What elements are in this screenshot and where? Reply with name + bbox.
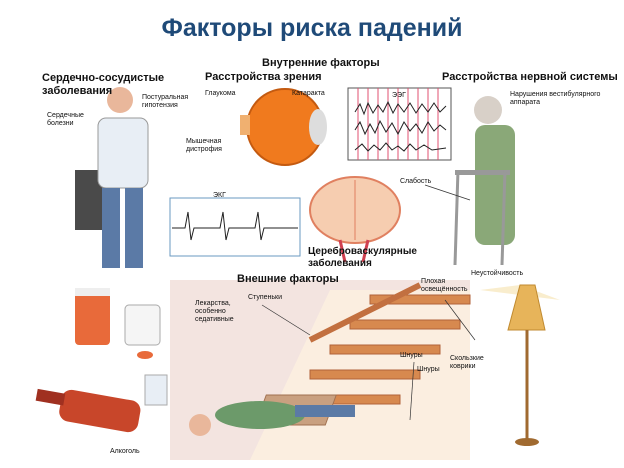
floor-lamp-icon bbox=[480, 284, 560, 446]
fallen-person-icon bbox=[189, 401, 355, 436]
vision-heading: Расстройства зрения bbox=[205, 71, 322, 83]
stairs-icon bbox=[289, 282, 471, 405]
brain-icon bbox=[309, 176, 401, 263]
page-title: Факторы риска падений bbox=[161, 14, 463, 42]
alcohol-label: Алкоголь bbox=[110, 448, 140, 455]
rugs-label: Скользкие коврики bbox=[450, 355, 484, 371]
weakness-label: Слабость bbox=[400, 178, 432, 185]
leader-lines bbox=[261, 184, 476, 421]
cords-label-1: Шнуры bbox=[400, 352, 423, 359]
cords-label-2: Шнуры bbox=[417, 366, 440, 373]
nervous-heading: Расстройства нервной системы bbox=[442, 71, 618, 83]
postural-label: Постуральная гипотензия bbox=[142, 94, 189, 110]
drugs-label: Лекарства, особенно седативные bbox=[195, 300, 234, 324]
lighting-label: Плохая освещённость bbox=[421, 278, 468, 294]
eye-icon bbox=[240, 88, 327, 166]
elderly-man-icon bbox=[75, 87, 149, 268]
eeg-label: ЭЭГ bbox=[392, 92, 406, 99]
cataract-label: Катаракта bbox=[292, 90, 325, 97]
glaucoma-label: Глаукома bbox=[205, 90, 236, 97]
internal-factors-heading: Внутренние факторы bbox=[262, 57, 380, 69]
heart-label: Сердечные болезни bbox=[47, 112, 84, 128]
cardio-heading: Сердечно-сосудистые заболевания bbox=[42, 72, 165, 97]
external-factors-heading: Внешние факторы bbox=[237, 273, 339, 285]
medicine-bottles-icon bbox=[75, 288, 161, 359]
alcohol-bottle-icon bbox=[35, 374, 168, 433]
vestibular-label: Нарушения вестибулярного аппарата bbox=[510, 91, 601, 107]
eeg-chart bbox=[347, 87, 452, 161]
instability-label: Неустойчивость bbox=[471, 270, 524, 277]
stairs-label: Ступеньки bbox=[248, 294, 283, 301]
ecg-label: ЭКГ bbox=[213, 192, 226, 199]
elderly-woman-walker-icon bbox=[453, 96, 515, 266]
dystrophy-label: Мышечная дистрофия bbox=[186, 138, 222, 154]
ecg-chart bbox=[169, 197, 301, 257]
cerebro-label: Цереброваскулярные заболевания bbox=[308, 246, 417, 269]
